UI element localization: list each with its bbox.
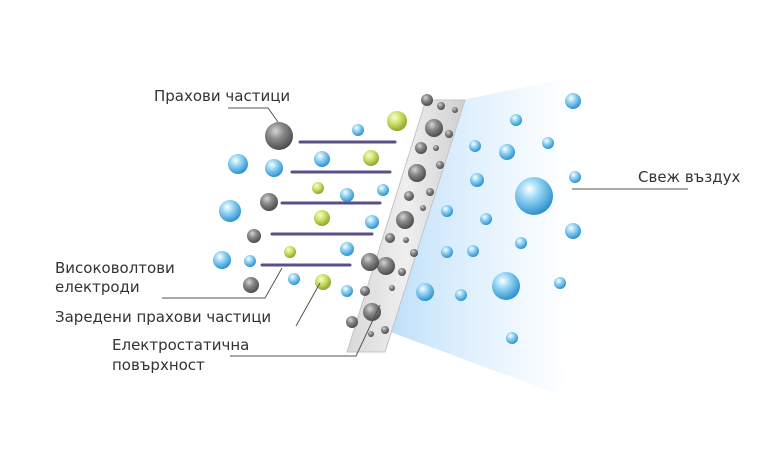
incoming-air-droplets <box>213 124 389 297</box>
label-electrodes-line1: Високоволтови <box>55 259 175 277</box>
leader-lines <box>162 107 688 357</box>
high-voltage-electrodes <box>260 140 397 267</box>
label-surface-line1: Електростатична <box>112 336 249 354</box>
fresh-air-glow <box>385 80 600 395</box>
label-electrodes-line2: електроди <box>55 278 140 296</box>
label-fresh-air: Свеж въздух <box>638 168 740 186</box>
dust-particles <box>243 122 379 328</box>
plate-particles <box>363 94 458 337</box>
label-charged-particles: Заредени прахови частици <box>55 308 271 326</box>
fresh-air-droplets <box>416 93 581 344</box>
label-surface-line2: повърхност <box>112 356 205 374</box>
label-dust-particles: Прахови частици <box>154 87 290 105</box>
charged-dust-particles <box>284 111 407 290</box>
